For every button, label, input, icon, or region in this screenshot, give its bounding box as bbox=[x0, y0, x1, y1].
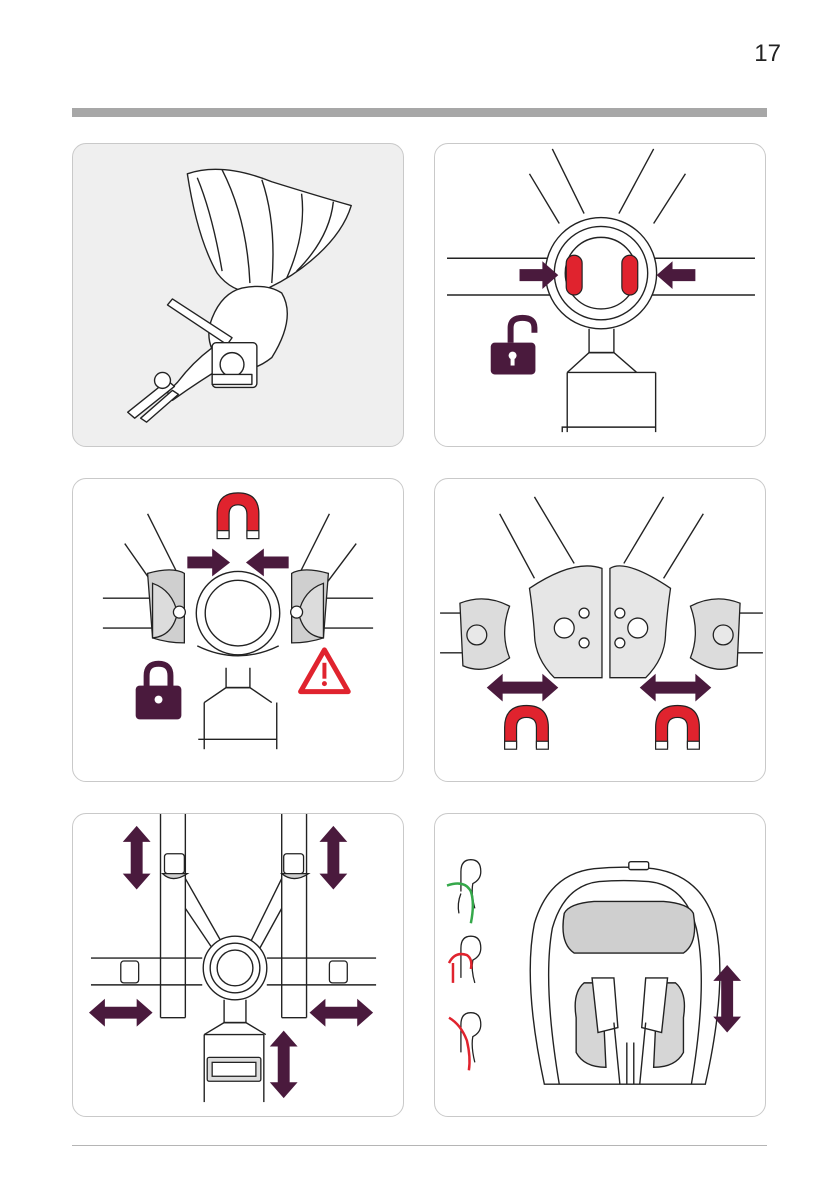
top-rule bbox=[72, 108, 767, 117]
release-button-left bbox=[566, 255, 582, 295]
correct-fit-icon bbox=[447, 884, 473, 924]
warning-icon bbox=[301, 650, 349, 692]
panel-buckle-release bbox=[434, 143, 766, 447]
incorrect-fit-icon bbox=[449, 1018, 470, 1071]
stroller-seat-illustration bbox=[73, 144, 403, 446]
magnet-icon bbox=[505, 706, 549, 750]
magnet-icon bbox=[217, 493, 259, 539]
incorrect-fit-icon bbox=[449, 954, 471, 983]
panel-strap-adjust bbox=[72, 813, 404, 1117]
lock-icon bbox=[136, 664, 182, 720]
panel-seat-unit bbox=[72, 143, 404, 447]
release-button-right bbox=[622, 255, 638, 295]
magnet-icon bbox=[656, 706, 700, 750]
bottom-rule bbox=[72, 1145, 767, 1146]
page-number: 17 bbox=[754, 40, 781, 68]
panel-shoulder-height bbox=[434, 813, 766, 1117]
unlock-icon bbox=[491, 318, 536, 375]
panel-buckle-separate bbox=[434, 478, 766, 782]
panel-buckle-attach bbox=[72, 478, 404, 782]
